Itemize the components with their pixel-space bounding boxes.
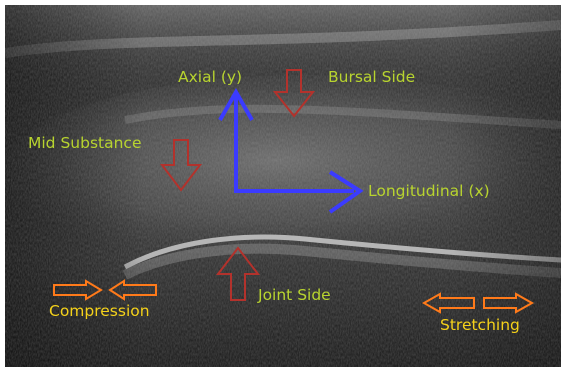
stretching-arrows [424, 294, 532, 312]
joint-side-label: Joint Side [258, 286, 331, 304]
longitudinal-axis-arrow [234, 172, 360, 212]
bursal-side-label: Bursal Side [328, 68, 415, 86]
joint-side-up-arrow [218, 248, 258, 300]
axial-axis-arrow [220, 92, 252, 191]
compression-label: Compression [49, 302, 150, 320]
axial-label: Axial (y) [178, 68, 242, 86]
stretching-label: Stretching [440, 316, 520, 334]
mid-substance-down-arrow [162, 140, 200, 190]
compression-arrows [54, 281, 156, 299]
mid-substance-label: Mid Substance [28, 134, 141, 152]
longitudinal-label: Longitudinal (x) [368, 182, 490, 200]
bursal-side-down-arrow [275, 70, 313, 116]
